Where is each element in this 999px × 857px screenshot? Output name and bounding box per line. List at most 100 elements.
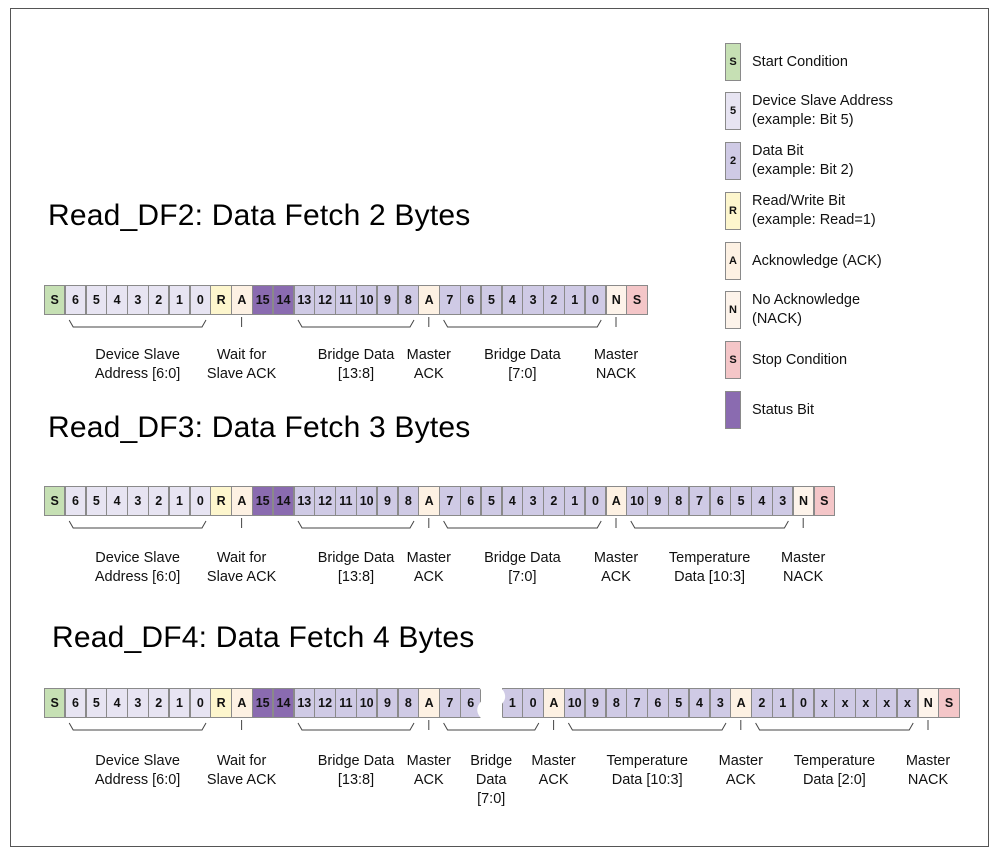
bit-cell-stop: S (813, 486, 835, 516)
bit-cell-data: x (855, 688, 877, 718)
field-label-line: Slave ACK (206, 366, 277, 382)
field-label-line: Master (593, 550, 639, 566)
bracket (297, 722, 415, 731)
bit-cell-addr: 5 (85, 486, 107, 516)
field-label-line: [13:8] (337, 569, 375, 585)
legend-text-line: Acknowledge (ACK) (752, 253, 882, 269)
bracket (68, 722, 207, 731)
legend-text-line: Device Slave Address (752, 93, 894, 109)
legend-swatch-start: S (725, 43, 741, 81)
field-label-line: ACK (413, 772, 444, 788)
field-label-line: Wait for (216, 347, 267, 363)
legend-swatch-ack: A (725, 242, 741, 280)
legend-text-line: Stop Condition (752, 352, 848, 368)
field-label-line: Wait for (216, 753, 267, 769)
bit-cell-addr: 3 (127, 486, 149, 516)
bit-cell-data: 11 (335, 285, 357, 315)
field-label-line: [7:0] (477, 791, 506, 807)
bit-cell-data: 0 (584, 285, 607, 315)
bit-cell-data: 6 (709, 486, 731, 516)
bit-cell-data: 11 (335, 688, 357, 718)
field-label-line: Master (406, 347, 451, 363)
legend-text: Acknowledge (ACK) (752, 252, 882, 271)
field-label-line: Data [10:3] (674, 569, 746, 585)
legend-text-line: Data Bit (752, 143, 804, 159)
legend-text: No Acknowledge(NACK) (752, 291, 860, 329)
legend-text: Start Condition (752, 53, 848, 72)
field-label-line: [7:0] (508, 569, 537, 585)
bit-cell-data: 9 (376, 285, 399, 315)
legend-text: Data Bit (example: Bit 2) (752, 142, 854, 180)
field-label-line: ACK (413, 569, 444, 585)
bit-cell-stop: S (938, 688, 960, 718)
sequence-break (477, 687, 506, 719)
field-label-line: Master (593, 347, 639, 363)
legend-text: Read/Write Bit(example: Read=1) (752, 192, 876, 230)
field-label-line: Data [10:3] (611, 772, 683, 788)
field-label: Bridge Data[7:0] (462, 346, 582, 384)
legend-text-line: (example: Bit 2) (752, 162, 854, 178)
legend-item-stop: S Stop Condition (725, 341, 995, 385)
field-label-line: ACK (413, 366, 444, 382)
frame-title: Read_DF2: Data Fetch 2 Bytes (48, 199, 471, 232)
field-label: Bridge Data[13:8] (296, 752, 416, 790)
field-label-line: NACK (907, 772, 949, 788)
field-label-line: [13:8] (337, 772, 375, 788)
field-label-line: Slave ACK (206, 569, 277, 585)
bit-cell-stop: S (626, 285, 648, 315)
bit-cell-status: 14 (272, 486, 295, 516)
bracket (567, 722, 727, 731)
legend-text-line: Start Condition (752, 54, 848, 70)
legend-text: Status Bit (752, 401, 814, 420)
bit-cell-rw: R (210, 688, 232, 718)
bracket (443, 520, 602, 529)
bit-cell-status: 15 (252, 486, 274, 516)
legend-swatch-status (725, 391, 741, 429)
legend-swatch-stop: S (725, 341, 741, 379)
field-label-line: Master (531, 753, 576, 769)
bracket (68, 319, 207, 328)
legend-swatch-rw: R (725, 192, 741, 230)
field-label-line: Address [6:0] (94, 366, 181, 382)
legend-item-status: Status Bit (725, 391, 995, 435)
bit-cell-data: 1 (772, 688, 794, 718)
bit-cell-data: 10 (356, 486, 378, 516)
legend-text-line: (example: Read=1) (752, 212, 876, 228)
field-label-line: Data [2:0] (802, 772, 866, 788)
legend-text-line: Status Bit (752, 402, 815, 418)
field-label-line: NACK (783, 569, 824, 585)
field-label-line: Master (406, 550, 451, 566)
frame-title: Read_DF3: Data Fetch 3 Bytes (48, 411, 471, 444)
field-label-line: [13:8] (337, 366, 375, 382)
bit-cell-addr: 0 (189, 486, 211, 516)
field-label-line: Data (475, 772, 507, 788)
bit-cell-data: 6 (647, 688, 669, 718)
field-label-line: ACK (725, 772, 756, 788)
legend-text: Device Slave Address(example: Bit 5) (752, 92, 893, 130)
legend-text-line: No Acknowledge (752, 292, 861, 308)
bracket (297, 520, 415, 529)
legend-item-rw: R Read/Write Bit(example: Read=1) (725, 192, 995, 236)
field-label-line: Address [6:0] (94, 772, 181, 788)
field-label-line: Device Slave (95, 753, 180, 769)
field-label: Bridge Data[13:8] (296, 346, 416, 384)
bracket (68, 520, 207, 529)
legend-swatch-data: 2 (725, 142, 741, 180)
bit-cell-data: 0 (584, 486, 607, 516)
field-label-line: Temperature (793, 753, 876, 769)
